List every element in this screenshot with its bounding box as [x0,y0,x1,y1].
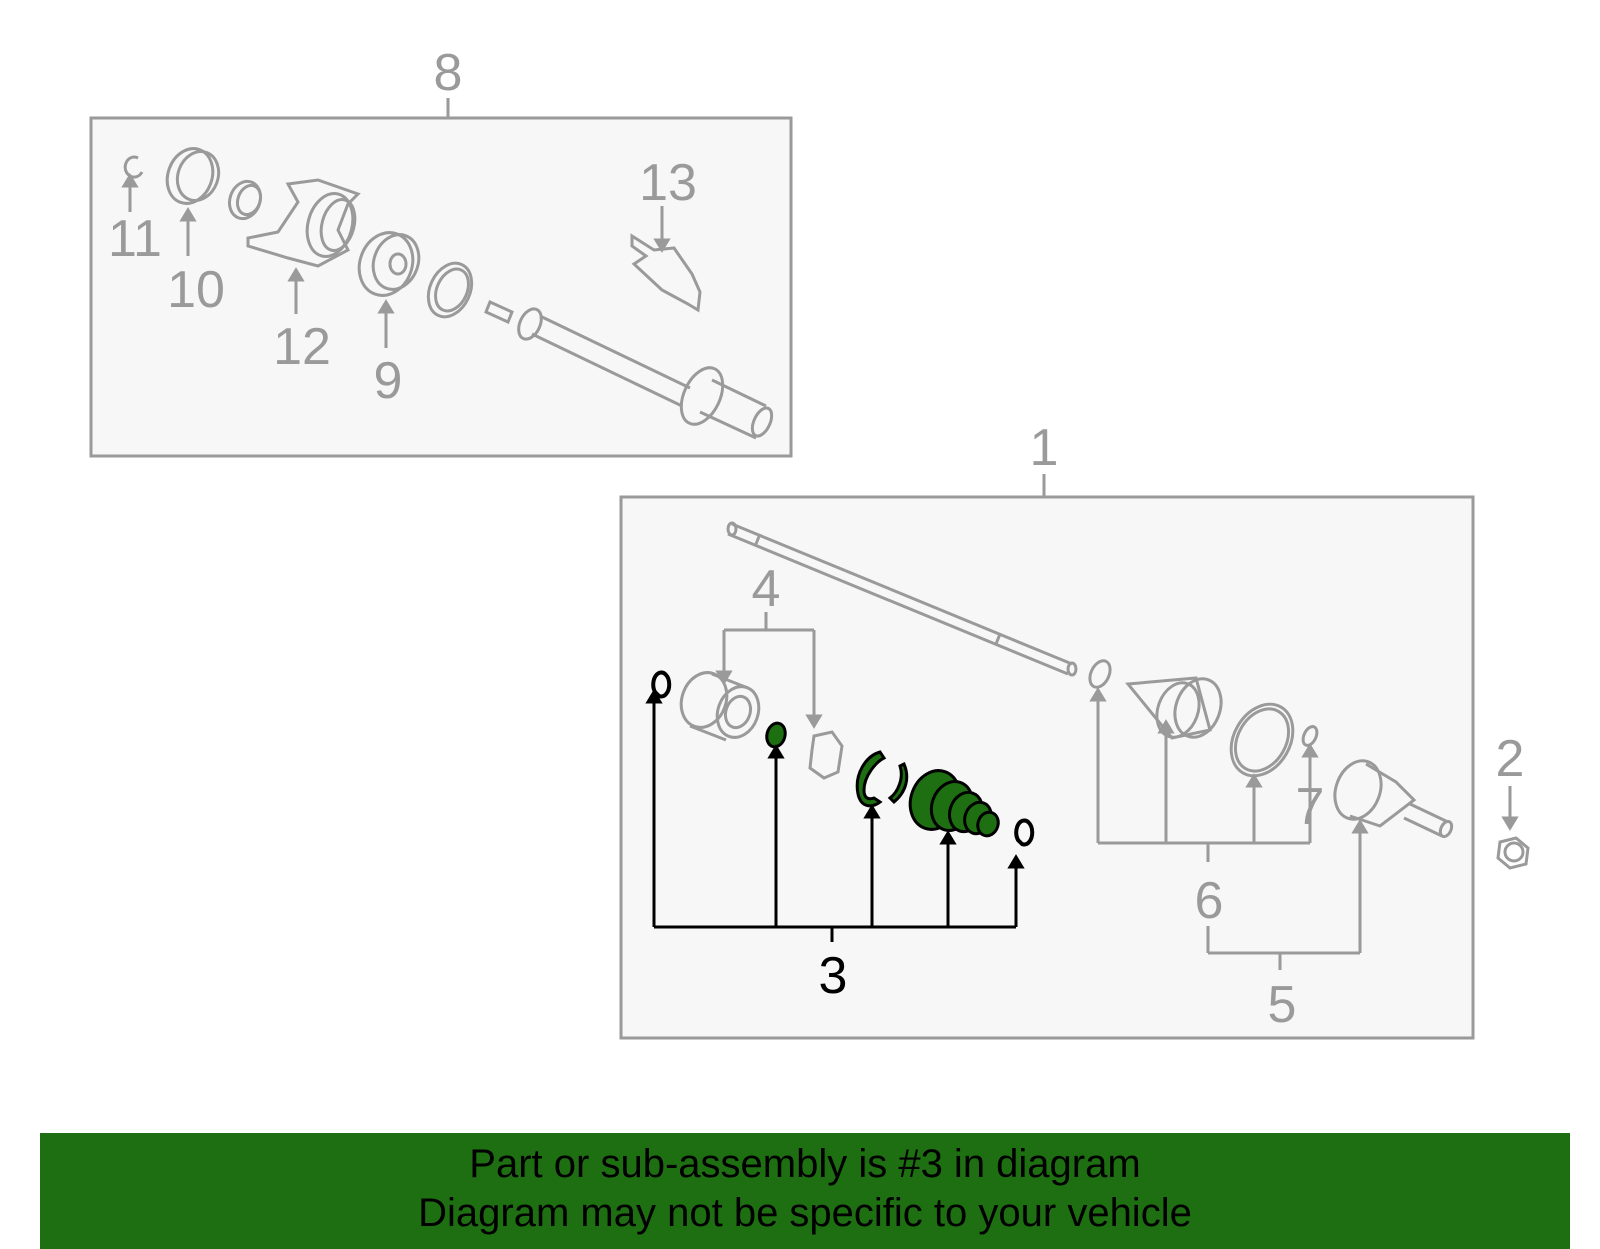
callout-3: 3 [819,947,848,1005]
assembly-box-8 [89,98,793,458]
small-ring-part [227,179,263,221]
bearing-part-9 [357,231,421,297]
boot-clamp-ring-part [1088,659,1112,689]
clip-part-11 [123,155,144,179]
callout-1: 1 [1030,419,1059,477]
lower-parts [679,521,1530,870]
circlip-part [1229,702,1295,778]
callout-4: 4 [752,560,781,618]
callout-4-leaders [715,612,823,729]
callout-5: 5 [1268,976,1297,1034]
assembly-box-1 [619,474,1475,1040]
inner-joint-housing [679,671,761,742]
part-info-banner: Part or sub-assembly is #3 in diagram Di… [40,1133,1570,1249]
outer-boot-part [1125,676,1223,740]
axle-shaft-part [726,521,1078,677]
bracket-part-12 [246,178,361,268]
callout-3-leaders [645,689,1025,942]
kit-boot [908,769,1000,838]
upper-parts [123,147,774,440]
kit-large-clamp [855,750,909,808]
callout-12: 12 [273,318,331,376]
kit-clamp-right [1014,818,1035,847]
kit-clamp-left [651,670,672,699]
callout-7: 7 [1296,778,1325,836]
dust-shield-part-13 [630,233,702,313]
clip-part-7 [1301,725,1319,747]
callout-6-leaders [1089,687,1319,862]
kit-small-ring [765,721,787,749]
callout-9: 9 [374,352,403,410]
callout-5-leaders [1206,819,1369,970]
axle-nut-part-2 [1496,836,1530,870]
snap-ring-part [426,261,474,319]
callout-2: 2 [1496,730,1525,788]
callout-13: 13 [639,154,697,212]
intermediate-shaft-part [484,299,774,440]
outer-joint-part [1333,759,1454,839]
callout-6: 6 [1195,872,1224,930]
boot-kit-part-3 [651,670,1035,847]
upper-leaders [121,173,671,348]
callout-2-leader [1501,786,1519,831]
tripod-part [808,730,844,780]
banner-line-1: Part or sub-assembly is #3 in diagram [469,1142,1141,1186]
bearing-ring-part-10 [165,147,221,205]
callout-8: 8 [434,44,463,102]
callout-11: 11 [108,210,162,268]
banner-line-2: Diagram may not be specific to your vehi… [418,1191,1192,1235]
callout-10: 10 [167,261,225,319]
